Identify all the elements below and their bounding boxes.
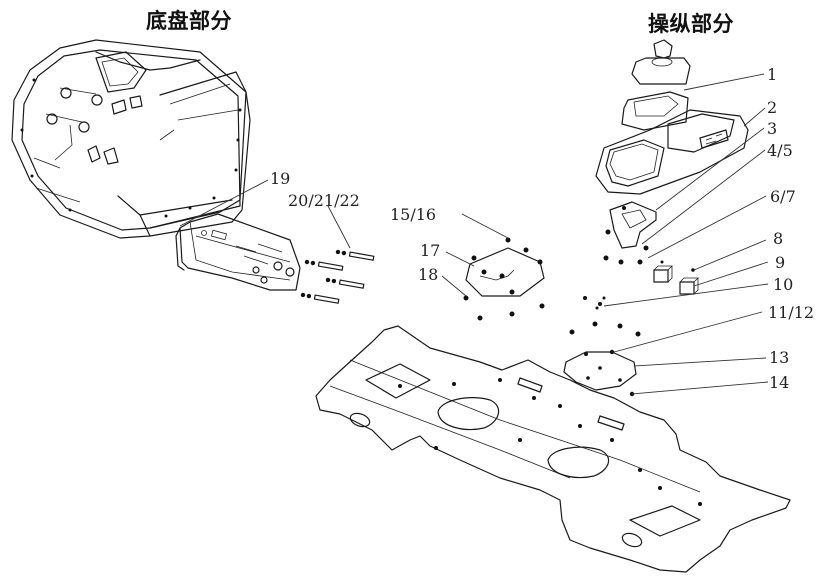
section-heading-chassis: 底盘部分: [146, 9, 232, 33]
cover-plate-17: [465, 237, 545, 297]
callout-labels: 1 2 3 4/5 6/7 8 9 10 11/12 13 14 15/16 1…: [270, 65, 814, 392]
bolt-set: [300, 249, 375, 304]
shift-lever-boot: [621, 39, 691, 131]
callout-14: 14: [769, 373, 789, 392]
callout-10: 10: [773, 275, 793, 294]
hydraulic-valve-block: [175, 213, 301, 291]
callout-3: 3: [767, 119, 777, 138]
callout-18: 18: [418, 265, 438, 284]
callout-2: 2: [767, 98, 777, 117]
control-console: [595, 109, 749, 195]
callout-15-16: 15/16: [390, 205, 436, 224]
callout-6-7: 6/7: [770, 187, 796, 206]
rubber-mounts: [653, 260, 699, 295]
callout-13: 13: [769, 348, 789, 367]
section-heading-controls: 操纵部分: [648, 12, 734, 36]
callout-4-5: 4/5: [767, 141, 793, 160]
callout-19: 19: [270, 169, 290, 188]
callout-20-21-22: 20/21/22: [288, 191, 360, 210]
callout-11-12: 11/12: [768, 303, 814, 322]
callout-17: 17: [420, 241, 440, 260]
leader-lines: [179, 73, 769, 395]
callout-1: 1: [767, 65, 777, 84]
cover-plate-13: [563, 349, 637, 397]
fastener-scatter: [463, 295, 641, 337]
mounting-bracket: [603, 201, 657, 265]
floor-frame: [315, 325, 791, 573]
callout-8: 8: [773, 229, 783, 248]
transmission-housing: [11, 39, 251, 239]
callout-9: 9: [775, 253, 785, 272]
